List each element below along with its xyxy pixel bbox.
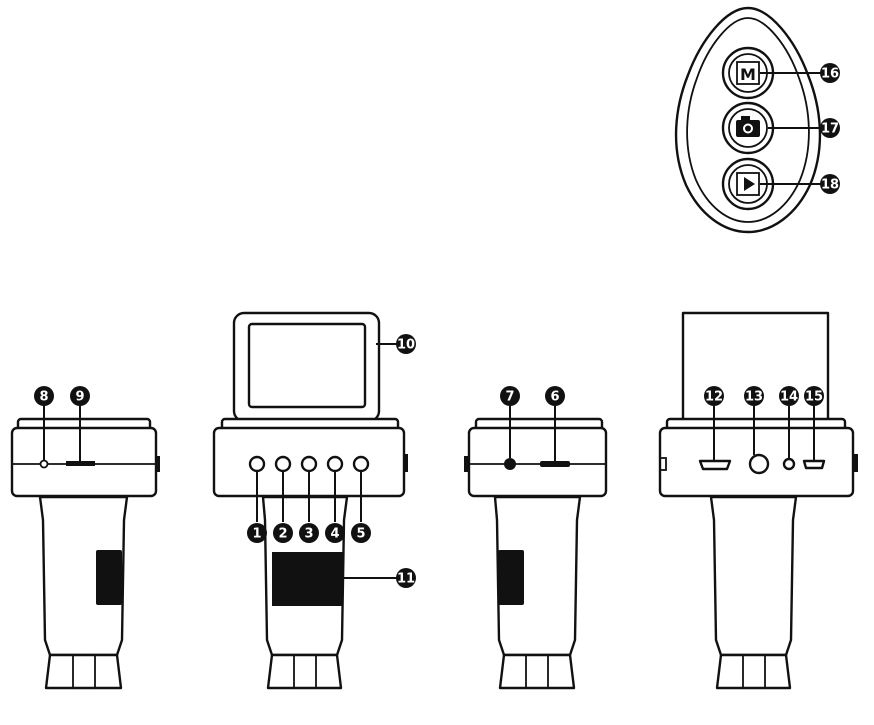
callout-label: 14 bbox=[780, 390, 798, 405]
callout-9: 9 bbox=[70, 386, 90, 406]
callout-label: 1 bbox=[252, 527, 261, 542]
callout-8: 8 bbox=[34, 386, 54, 406]
callout-3: 3 bbox=[299, 523, 319, 543]
callout-label: 15 bbox=[805, 390, 823, 405]
remote-control: M bbox=[674, 6, 822, 234]
callout-15: 15 bbox=[804, 386, 824, 406]
power-jack bbox=[748, 453, 770, 475]
side-grip bbox=[498, 550, 524, 605]
usb-port bbox=[802, 459, 826, 470]
left-side-view bbox=[10, 406, 160, 690]
callout-13: 13 bbox=[744, 386, 764, 406]
callout-10: 10 bbox=[396, 334, 416, 354]
front-button-3[interactable] bbox=[300, 455, 318, 473]
callout-label: 4 bbox=[330, 527, 339, 542]
front-button-4[interactable] bbox=[326, 455, 344, 473]
play-icon bbox=[744, 177, 755, 191]
front-view bbox=[212, 311, 408, 690]
camera-icon bbox=[736, 116, 760, 137]
grille bbox=[540, 461, 570, 467]
focus-wheel bbox=[272, 552, 343, 606]
callout-label: 16 bbox=[821, 67, 839, 82]
callout-1: 1 bbox=[247, 523, 267, 543]
reset-hole bbox=[39, 459, 49, 469]
callout-7: 7 bbox=[500, 386, 520, 406]
callout-label: 8 bbox=[39, 390, 48, 405]
side-grip bbox=[96, 550, 122, 605]
callout-label: 3 bbox=[304, 527, 313, 542]
callout-label: 11 bbox=[397, 572, 415, 587]
callout-label: 9 bbox=[75, 390, 84, 405]
lcd-screen bbox=[247, 322, 367, 409]
remote-button-camera[interactable] bbox=[721, 101, 775, 155]
remote-button-play[interactable] bbox=[721, 157, 775, 211]
front-button-1[interactable] bbox=[248, 455, 266, 473]
front-button-5[interactable] bbox=[352, 455, 370, 473]
lens-port bbox=[504, 458, 516, 470]
callout-16: 16 bbox=[820, 63, 840, 83]
back-view bbox=[658, 311, 858, 690]
front-button-2[interactable] bbox=[274, 455, 292, 473]
callout-14: 14 bbox=[779, 386, 799, 406]
callout-label: 5 bbox=[356, 527, 365, 542]
callout-2: 2 bbox=[273, 523, 293, 543]
callout-label: 17 bbox=[821, 122, 839, 137]
callout-4: 4 bbox=[325, 523, 345, 543]
callout-18: 18 bbox=[820, 174, 840, 194]
callout-label: 7 bbox=[505, 390, 514, 405]
callout-label: 2 bbox=[278, 527, 287, 542]
sd-card-slot bbox=[66, 461, 95, 466]
callout-12: 12 bbox=[704, 386, 724, 406]
callout-label: 18 bbox=[821, 178, 839, 193]
hdmi-port bbox=[698, 459, 732, 471]
callout-label: 10 bbox=[397, 338, 415, 353]
audio-jack bbox=[782, 457, 796, 471]
callout-label: 12 bbox=[705, 390, 723, 405]
mode-m-icon: M bbox=[740, 65, 756, 84]
callout-label: 13 bbox=[745, 390, 763, 405]
callout-6: 6 bbox=[545, 386, 565, 406]
callout-label: 6 bbox=[550, 390, 559, 405]
callout-17: 17 bbox=[820, 118, 840, 138]
callout-5: 5 bbox=[351, 523, 371, 543]
callout-11: 11 bbox=[396, 568, 416, 588]
right-side-view bbox=[464, 406, 608, 690]
